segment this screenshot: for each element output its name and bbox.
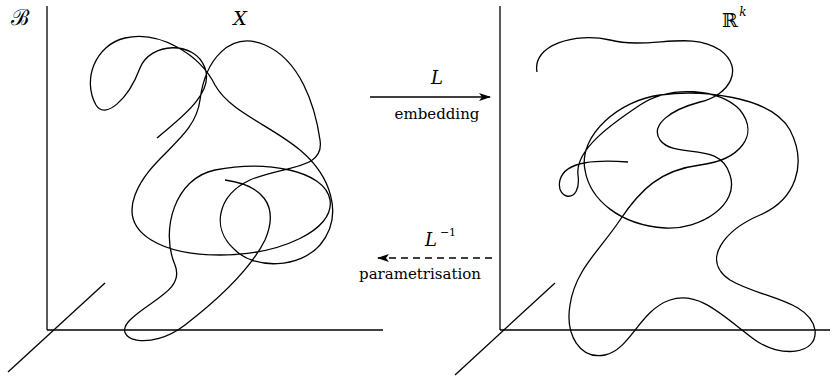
curve-name: X [233,9,247,28]
map-name: L [425,231,437,249]
arrow-caption: embedding [395,107,480,122]
embedding-arrow [370,96,490,98]
axis-line [47,329,383,330]
space-symbol: ℝ [722,11,738,30]
axis-line [8,283,105,372]
superscript: −1 [440,227,456,238]
arrow-caption: parametrisation [357,267,483,282]
parametrisation-arrow [378,257,492,258]
axis-line [500,329,830,330]
knot-curve [90,36,332,340]
space-symbol: ℬ [11,7,29,29]
axis-line [499,6,500,330]
superscript: k [739,6,746,18]
axis-line [46,6,47,330]
map-name: L [431,69,443,87]
axis-line [455,283,555,375]
embedded-curve [537,38,816,356]
